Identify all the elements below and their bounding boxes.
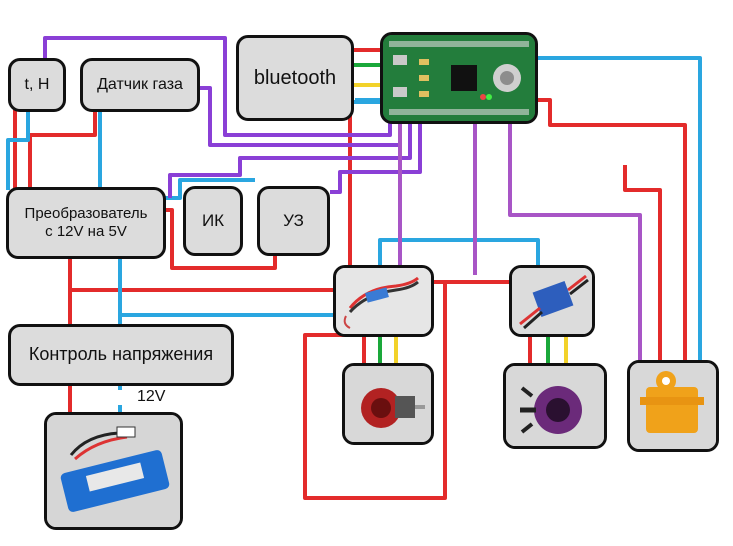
ultrasonic-sensor: УЗ [257, 186, 330, 256]
microcontroller-board-icon [383, 35, 535, 121]
converter-label-line1: Преобразователь [24, 205, 148, 222]
voltage-monitor: Контроль напряжения [8, 324, 234, 386]
battery-voltage-label: 12V [137, 388, 166, 405]
brushless-motor-icon-2 [506, 366, 604, 446]
temp-humidity-label: t, H [24, 76, 50, 94]
battery [44, 412, 183, 530]
temp-humidity-sensor: t, H [8, 58, 66, 112]
brushless-motor-icon [345, 366, 431, 442]
motor-right [503, 363, 607, 449]
converter-label: Преобразователь с 12V на 5V [25, 205, 148, 241]
converter-12v-5v: Преобразователь с 12V на 5V [6, 187, 166, 259]
esc-module-icon [336, 268, 431, 334]
esc-module-icon-2 [512, 268, 592, 334]
servo [627, 360, 719, 452]
ir-sensor: ИК [183, 186, 243, 256]
motor-left [342, 363, 434, 445]
gas-sensor: Датчик газа [80, 58, 200, 112]
servo-motor-icon [630, 363, 716, 449]
bluetooth-label: bluetooth [253, 67, 337, 89]
gas-sensor-label: Датчик газа [97, 76, 183, 94]
lipo-battery-icon [47, 415, 180, 527]
voltage-monitor-label: Контроль напряжения [28, 344, 214, 365]
bluetooth-wires [352, 48, 382, 104]
ground-wires [6, 56, 702, 415]
esc-left [333, 265, 434, 337]
bluetooth-module: bluetooth [236, 35, 354, 121]
ir-sensor-label: ИК [201, 210, 225, 230]
ultrasonic-sensor-label: УЗ [283, 210, 304, 230]
power-wires [13, 63, 687, 500]
esc-right [509, 265, 595, 337]
microcontroller-board [380, 32, 538, 124]
esc-signal-wires [398, 120, 642, 362]
motor-phase-wires [362, 335, 568, 365]
converter-label-line2: с 12V на 5V [45, 223, 127, 240]
